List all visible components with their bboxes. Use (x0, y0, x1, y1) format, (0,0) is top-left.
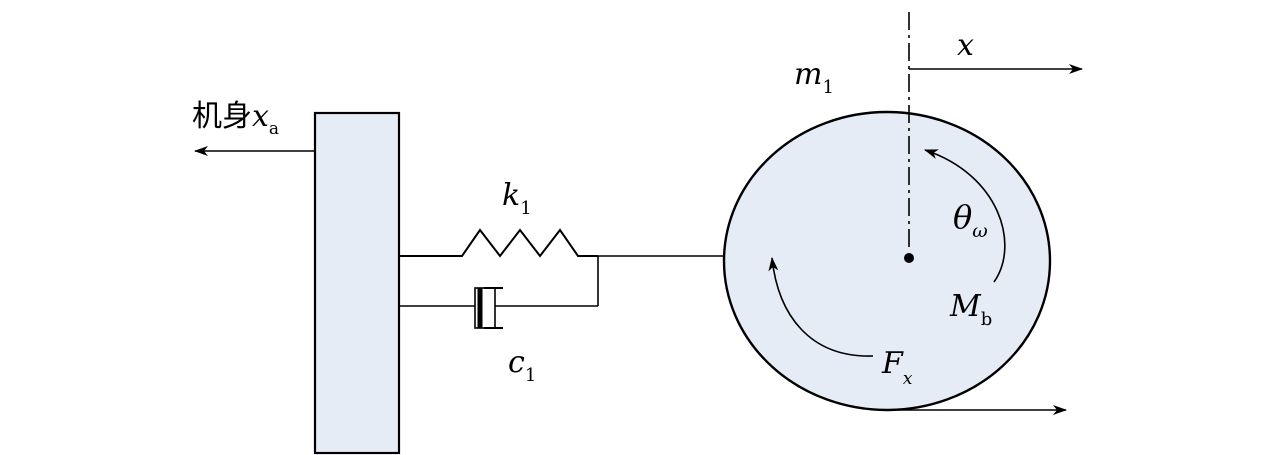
moment-label: Mb (949, 289, 992, 330)
force-arc-fx (768, 257, 874, 357)
rotation-arc-theta (924, 149, 1006, 283)
body-label: 机身xa (192, 99, 279, 139)
vehicle-body-block (313, 111, 401, 455)
wheel-center-dot (904, 253, 914, 263)
spring-k1 (399, 228, 598, 258)
mass-label: m1 (794, 57, 834, 98)
x-label: x (957, 28, 974, 63)
damper-label: c1 (508, 345, 536, 386)
force-label: Fx (881, 346, 913, 389)
spring-label: k1 (502, 178, 532, 219)
damper-c1 (399, 287, 598, 329)
theta-label: θω (953, 198, 988, 242)
